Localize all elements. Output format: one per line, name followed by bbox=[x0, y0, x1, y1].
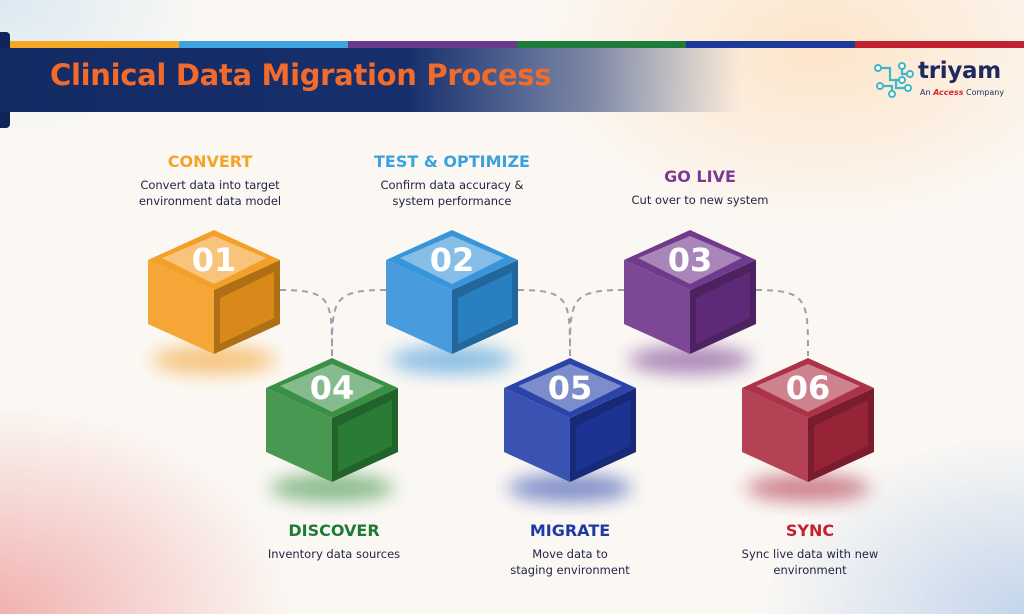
step-description-line: Cut over to new system bbox=[631, 193, 769, 207]
stripe-segment bbox=[10, 41, 179, 48]
step-description-line: environment data model bbox=[138, 194, 282, 208]
step-description: Convert data into target environment data… bbox=[110, 177, 310, 209]
logo-tagline-brand: Access bbox=[933, 88, 964, 97]
circuit-network-icon bbox=[874, 62, 914, 98]
step-cube-06[interactable]: 06 bbox=[742, 358, 874, 502]
cube-top-panel bbox=[756, 364, 860, 412]
logo-tagline-prefix: An bbox=[920, 88, 931, 97]
step-description-line: Sync live data with new bbox=[741, 547, 879, 561]
step-description-line: Inventory data sources bbox=[267, 547, 401, 561]
cube-left-face bbox=[148, 260, 214, 354]
cube-glow bbox=[628, 346, 752, 374]
dashed-connector bbox=[569, 289, 625, 357]
stripe-segment bbox=[517, 41, 686, 48]
cube-window bbox=[458, 272, 512, 344]
dashed-connector bbox=[331, 289, 387, 357]
company-logo[interactable]: triyam An Access Company bbox=[872, 58, 1004, 104]
cube-glow bbox=[270, 474, 394, 502]
step-description: Sync live data with new environment bbox=[710, 546, 910, 578]
step-number: 03 bbox=[668, 241, 713, 279]
step-cube-01[interactable]: 01 bbox=[148, 230, 280, 374]
step-title: TEST & OPTIMIZE bbox=[374, 152, 530, 171]
cube-left-face bbox=[266, 388, 332, 482]
step-description-line: environment bbox=[773, 563, 847, 577]
logo-wordmark: triyam bbox=[918, 58, 1001, 84]
step-title: GO LIVE bbox=[664, 167, 736, 186]
stripe-segment bbox=[179, 41, 348, 48]
cube-window bbox=[576, 400, 630, 472]
cube-top-panel bbox=[638, 236, 742, 284]
step-description: Cut over to new system bbox=[600, 192, 800, 208]
step-title: DISCOVER bbox=[288, 521, 380, 540]
logo-tagline: An Access Company bbox=[920, 88, 1004, 97]
step-description-line: staging environment bbox=[510, 563, 630, 577]
step-cube-04[interactable]: 04 bbox=[266, 358, 398, 502]
cube-left-face bbox=[386, 260, 452, 354]
step-cube-05[interactable]: 05 bbox=[504, 358, 636, 502]
step-description-line: Convert data into target bbox=[140, 178, 280, 192]
step-description-line: Move data to bbox=[532, 547, 608, 561]
cube-top-panel bbox=[280, 364, 384, 412]
step-description: Confirm data accuracy & system performanc… bbox=[352, 177, 552, 209]
dashed-connector bbox=[517, 289, 571, 357]
step-number: 06 bbox=[786, 369, 831, 407]
step-description: Move data to staging environment bbox=[470, 546, 670, 578]
cube-left-face bbox=[504, 388, 570, 482]
logo-tagline-suffix: Company bbox=[966, 88, 1005, 97]
cube-left-face bbox=[624, 260, 690, 354]
cube-window bbox=[338, 400, 392, 472]
step-number: 04 bbox=[310, 369, 355, 407]
stripe-segment bbox=[855, 41, 1024, 48]
page-title: Clinical Data Migration Process bbox=[50, 58, 552, 92]
cube-top-panel bbox=[518, 364, 622, 412]
cube-glow bbox=[508, 474, 632, 502]
step-number: 01 bbox=[192, 241, 237, 279]
title-bar bbox=[0, 48, 740, 112]
step-title: CONVERT bbox=[167, 152, 253, 171]
dashed-connectors bbox=[279, 289, 809, 357]
cube-top-panel bbox=[400, 236, 504, 284]
cube-window bbox=[220, 272, 274, 344]
step-number: 05 bbox=[548, 369, 593, 407]
stripe-segment bbox=[686, 41, 855, 48]
color-stripe bbox=[10, 41, 1024, 48]
cube-group: 01 02 03 04 05 06 bbox=[148, 230, 874, 502]
step-description-line: Confirm data accuracy & bbox=[380, 178, 524, 192]
cube-glow bbox=[152, 346, 276, 374]
cube-left-face bbox=[742, 388, 808, 482]
step-description: Inventory data sources bbox=[234, 546, 434, 562]
step-description-line: system performance bbox=[392, 194, 512, 208]
cube-top-panel bbox=[162, 236, 266, 284]
cube-glow bbox=[746, 474, 870, 502]
step-cube-02[interactable]: 02 bbox=[386, 230, 518, 374]
cube-window bbox=[696, 272, 750, 344]
stripe-segment bbox=[348, 41, 517, 48]
cube-glow bbox=[390, 346, 514, 374]
cube-window bbox=[814, 400, 868, 472]
step-title: MIGRATE bbox=[529, 521, 611, 540]
step-number: 02 bbox=[430, 241, 475, 279]
dashed-connector bbox=[755, 289, 809, 357]
step-cube-03[interactable]: 03 bbox=[624, 230, 756, 374]
dashed-connector bbox=[279, 289, 333, 357]
step-title: SYNC bbox=[785, 521, 835, 540]
